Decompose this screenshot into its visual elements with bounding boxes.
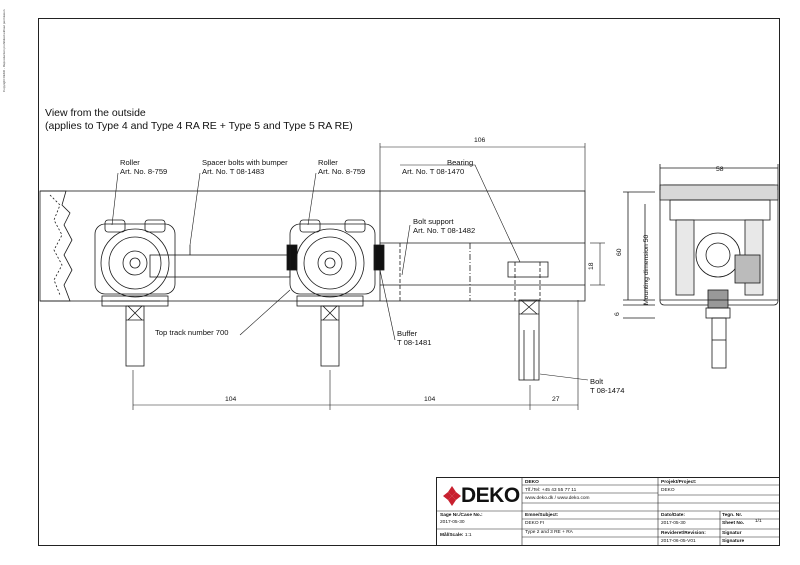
roller-right-name: Roller — [318, 158, 338, 167]
dim-106: 106 — [474, 137, 486, 144]
dim-104-left: 104 — [225, 396, 237, 403]
roller-right-art: Art. No. 8-759 — [318, 167, 366, 176]
roller-left-assembly — [94, 219, 176, 367]
tb-subject-value1: DEKO FI — [525, 521, 545, 526]
tb-signature-label: Signatur — [722, 531, 742, 536]
buffer-left — [286, 244, 298, 271]
label-bolt: Bolt T 08-1474 — [590, 377, 624, 395]
dim-18: 18 — [588, 262, 595, 270]
top-track-body — [39, 190, 586, 302]
tb-date-value: 2017-05-30 — [661, 521, 686, 526]
dim-mounting-50: Mounting dimension 50 — [643, 234, 650, 305]
tb-project-label: Projekt/Project: — [661, 480, 697, 485]
title-block-grid — [436, 477, 780, 546]
deko-logo-text: DEKO — [461, 484, 520, 507]
tb-company: DEKO — [525, 480, 539, 485]
label-buffer: Buffer T 08-1481 — [397, 329, 431, 347]
tb-phone: Tlf./Tel: +45 43 55 77 11 — [525, 488, 577, 493]
tb-signature-label2: Signature — [722, 539, 745, 544]
tb-date-label: Dato/Date: — [661, 513, 685, 518]
dim-27: 27 — [552, 396, 560, 403]
tb-case-value: 2017-05-30 — [440, 520, 465, 525]
label-spacer-bolts: Spacer bolts with bumper Art. No. T 08-1… — [202, 158, 288, 176]
tb-web: www.deko.dk / www.deko.com — [525, 496, 590, 501]
spacer-bolt-bar — [149, 254, 291, 278]
buffer-name: Buffer — [397, 329, 418, 338]
view-heading-line1: View from the outside — [45, 107, 146, 119]
tb-sheet-value: 1/1 — [755, 519, 762, 524]
bolt-support-block — [507, 261, 549, 278]
spacer-art: Art. No. T 08-1483 — [202, 167, 265, 176]
sheet-frame — [38, 18, 780, 546]
dim-60: 60 — [616, 248, 623, 256]
bolt-name: Bolt — [590, 377, 604, 386]
buffer-right — [373, 244, 385, 271]
bolt-support-name: Bolt support — [413, 217, 454, 226]
tb-case-label: Sage Nr./Case No.: — [440, 513, 483, 518]
roller-right-assembly — [289, 219, 376, 367]
view-heading-line2: (applies to Type 4 and Type 4 RA RE + Ty… — [45, 120, 353, 132]
view-heading: View from the outside (applies to Type 4… — [45, 107, 353, 133]
dim-58: 58 — [716, 166, 724, 173]
label-roller-right: Roller Art. No. 8-759 — [318, 158, 365, 176]
label-top-track: Top track number 700 — [155, 328, 229, 337]
tb-subject-value2: Type 2 and 3 RE + RA — [525, 530, 573, 535]
tb-drawing-label: Tegn. Nr. — [722, 513, 743, 518]
bearing-name: Bearing — [447, 158, 474, 167]
tb-revised-label: Revideret/Revision: — [661, 531, 706, 536]
buffer-art: T 08-1481 — [397, 338, 432, 347]
label-roller-left: Roller Art. No. 8-759 — [120, 158, 167, 176]
label-bearing: Bearing Art. No. T 08-1470 — [402, 158, 473, 176]
bolt-support-art: Art. No. T 08-1482 — [413, 226, 476, 235]
roller-left-name: Roller — [120, 158, 140, 167]
dim-6: 6 — [614, 312, 621, 316]
bearing-art: Art. No. T 08-1470 — [402, 167, 465, 176]
roller-left-art: Art. No. 8-759 — [120, 167, 168, 176]
tb-sheet-label: Sheet No. — [722, 521, 745, 526]
tb-subject-label: Emne/Subject: — [525, 513, 559, 518]
label-bolt-support: Bolt support Art. No. T 08-1482 — [413, 217, 475, 235]
side-section-view — [623, 164, 779, 369]
title-block — [436, 477, 780, 546]
track-break-left — [40, 190, 73, 302]
bolt-art: T 08-1474 — [590, 386, 625, 395]
tb-revised-value: 2017-06-05-V01 — [661, 539, 696, 544]
deko-logo-icon — [443, 486, 461, 506]
bolt-right — [518, 299, 540, 381]
spacer-name: Spacer bolts with bumper — [202, 158, 288, 167]
dim-104-right: 104 — [424, 396, 436, 403]
tb-scale: Mål/Scale: 1:1 — [440, 533, 472, 538]
tb-project-value: DEKO — [661, 488, 675, 493]
